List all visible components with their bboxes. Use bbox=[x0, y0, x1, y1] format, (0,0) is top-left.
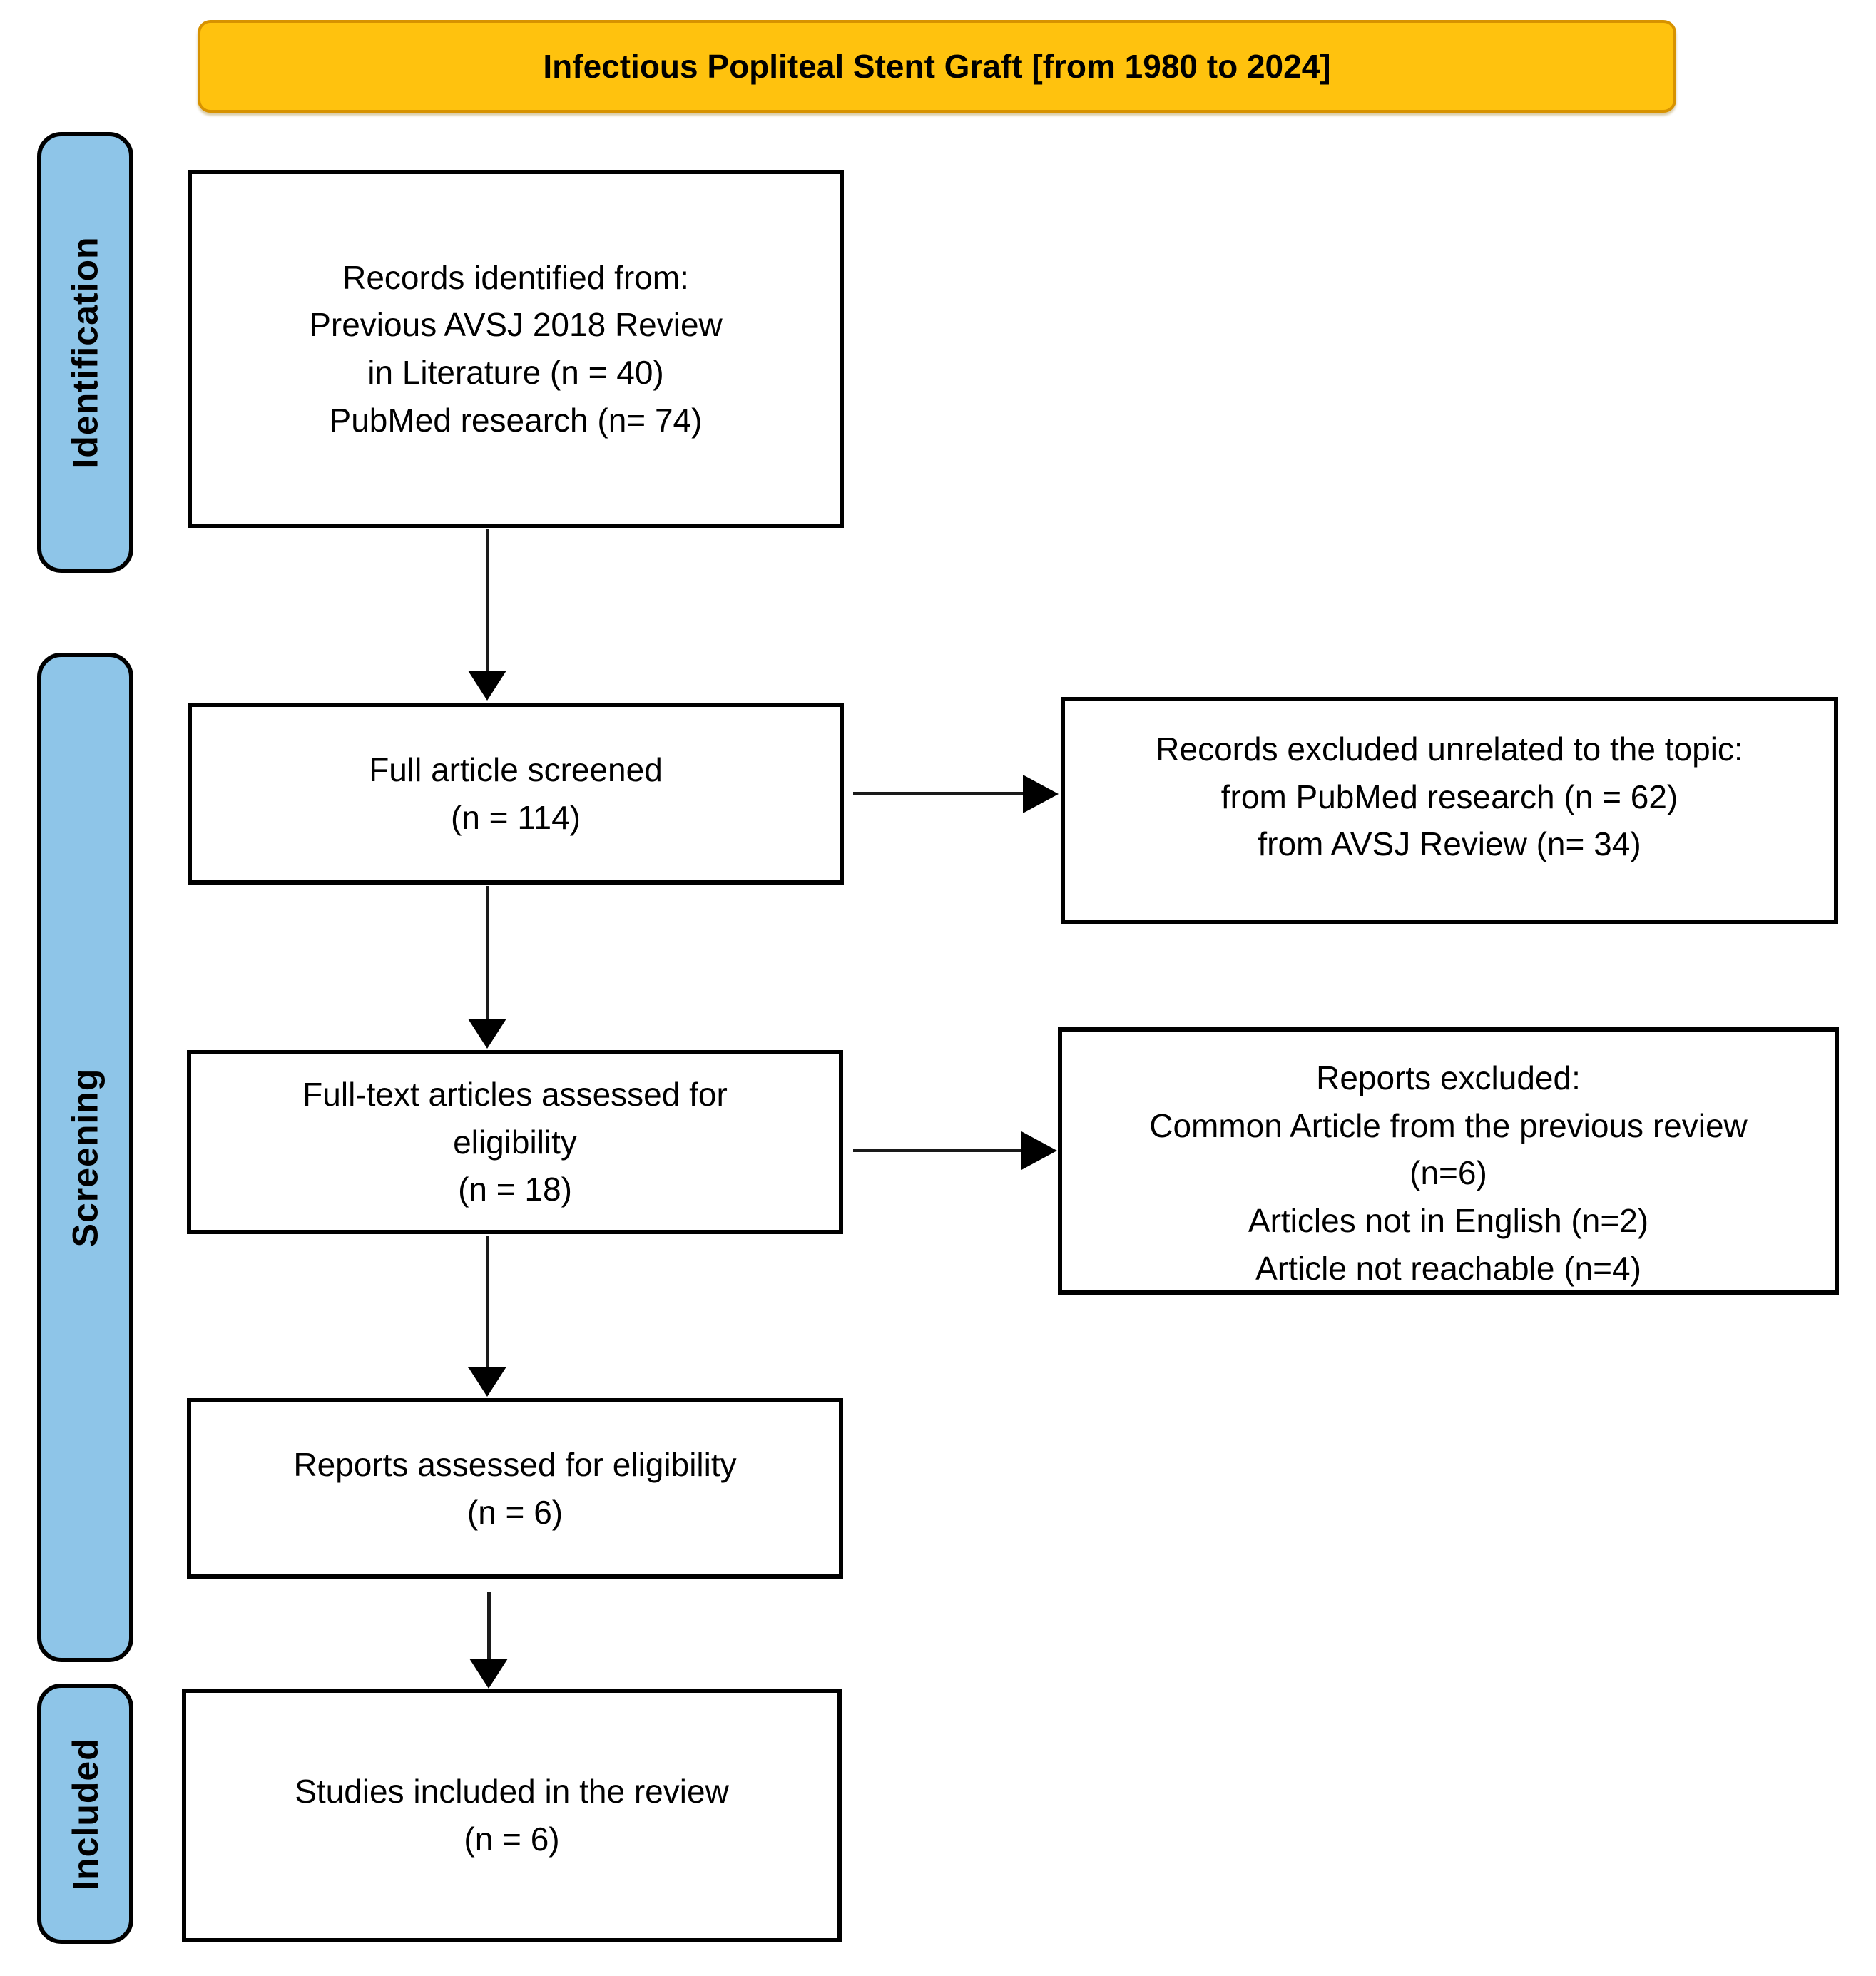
arrow-identified-to-screened-line bbox=[486, 529, 489, 672]
box-text-line: PubMed research (n= 74) bbox=[329, 401, 703, 439]
arrow-right-icon bbox=[1021, 1131, 1057, 1170]
arrow-fulltext-to-reports-line bbox=[486, 1236, 489, 1367]
arrow-reports-to-studies-line bbox=[487, 1592, 491, 1661]
box-text-line: Articles not in English (n=2) bbox=[1248, 1202, 1649, 1240]
reports-excluded-box: Reports excluded: Common Article from th… bbox=[1058, 1027, 1839, 1295]
stage-label-included: Included bbox=[37, 1684, 133, 1944]
box-text-line: from PubMed research (n = 62) bbox=[1220, 778, 1678, 815]
box-text-line: Full-text articles assessed for bbox=[302, 1075, 728, 1113]
stage-label-identification: Identification bbox=[37, 132, 133, 573]
box-text-line: Records excluded unrelated to the topic: bbox=[1156, 730, 1743, 768]
arrow-down-icon bbox=[469, 1659, 508, 1689]
records-identified-box: Records identified from: Previous AVSJ 2… bbox=[188, 170, 844, 528]
box-text-line: (n=6) bbox=[1409, 1154, 1487, 1192]
stage-label-screening-text: Screening bbox=[65, 1068, 106, 1247]
title-banner-label: Infectious Popliteal Stent Graft [from 1… bbox=[543, 48, 1331, 85]
arrow-fulltext-to-excluded-line bbox=[853, 1149, 1024, 1152]
title-banner: Infectious Popliteal Stent Graft [from 1… bbox=[198, 20, 1676, 113]
arrow-right-icon bbox=[1023, 775, 1059, 813]
box-text-line: Article not reachable (n=4) bbox=[1255, 1249, 1641, 1287]
records-excluded-box: Records excluded unrelated to the topic:… bbox=[1061, 697, 1838, 924]
box-text-line: Previous AVSJ 2018 Review bbox=[309, 306, 723, 344]
arrow-screened-to-fulltext-line bbox=[486, 886, 489, 1019]
stage-label-screening: Screening bbox=[37, 653, 133, 1662]
box-text-line: Full article screened bbox=[369, 750, 663, 788]
arrow-down-icon bbox=[468, 671, 506, 701]
box-text-line: Common Article from the previous review bbox=[1149, 1106, 1748, 1144]
arrow-down-icon bbox=[468, 1019, 506, 1049]
fulltext-assessed-box: Full-text articles assessed for eligibil… bbox=[187, 1050, 843, 1234]
box-text-line: Reports excluded: bbox=[1316, 1059, 1581, 1096]
box-text-line: Studies included in the review bbox=[295, 1773, 729, 1811]
box-text-line: eligibility bbox=[453, 1123, 577, 1161]
arrow-screened-to-excluded-line bbox=[853, 792, 1024, 795]
box-text-line: (n = 6) bbox=[464, 1820, 560, 1858]
box-text-line: Records identified from: bbox=[342, 258, 689, 296]
reports-assessed-box: Reports assessed for eligibility (n = 6) bbox=[187, 1398, 843, 1579]
stage-label-identification-text: Identification bbox=[65, 236, 106, 469]
stage-label-included-text: Included bbox=[65, 1737, 106, 1890]
box-text-line: in Literature (n = 40) bbox=[367, 354, 664, 391]
box-text-line: from AVSJ Review (n= 34) bbox=[1258, 825, 1641, 863]
box-text-line: (n = 114) bbox=[451, 798, 581, 836]
full-article-screened-box: Full article screened (n = 114) bbox=[188, 703, 844, 885]
arrow-down-icon bbox=[468, 1367, 506, 1397]
box-text-line: (n = 6) bbox=[467, 1493, 564, 1531]
box-text-line: Reports assessed for eligibility bbox=[293, 1445, 737, 1483]
studies-included-box: Studies included in the review (n = 6) bbox=[182, 1689, 842, 1942]
box-text-line: (n = 18) bbox=[458, 1171, 572, 1208]
